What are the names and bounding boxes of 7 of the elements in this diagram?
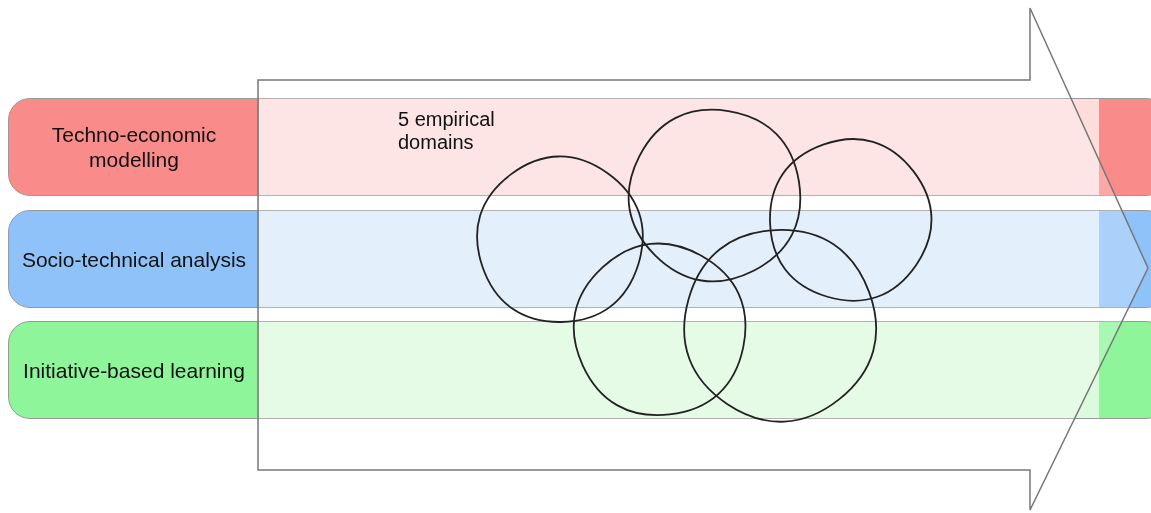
- band-label: Techno-economic modelling: [50, 122, 218, 172]
- band-label: Initiative-based learning: [22, 357, 246, 383]
- band-label: Socio-technical analysis: [20, 246, 248, 272]
- band: [8, 210, 1151, 308]
- annotation-text: 5 empirical domains: [398, 108, 496, 154]
- band: [8, 98, 1151, 196]
- band: [8, 321, 1151, 419]
